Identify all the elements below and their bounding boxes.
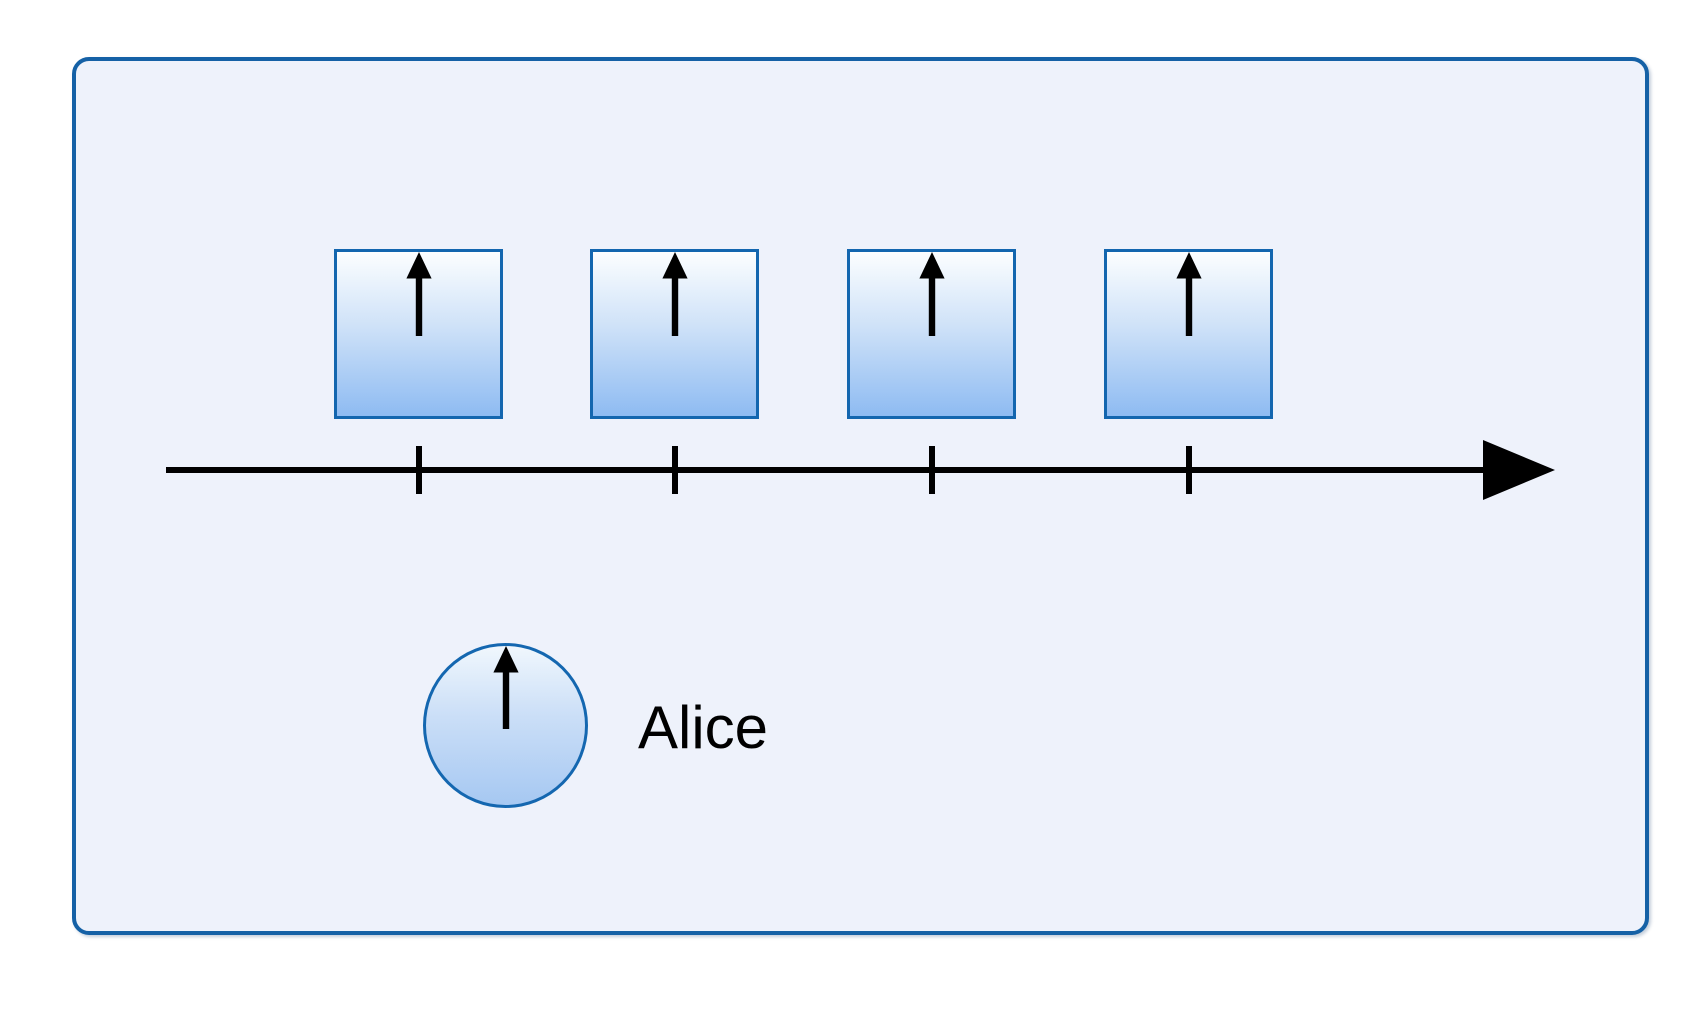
alice-node (423, 643, 588, 808)
time-axis-line (166, 467, 1490, 473)
alice-label: Alice (638, 694, 769, 761)
diagram-panel (72, 57, 1649, 935)
up-arrow-icon (492, 646, 519, 729)
time-axis-arrowhead-icon (1483, 440, 1555, 500)
